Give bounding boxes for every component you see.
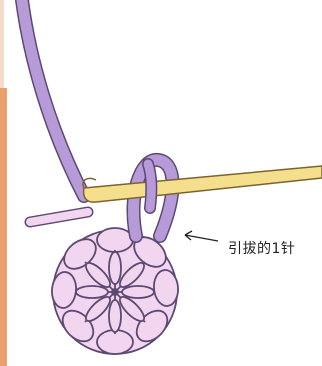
arrow-left-icon (185, 231, 218, 241)
crochet-hook-icon (83, 166, 322, 202)
slip-stitch-label: 引拔的1针 (228, 238, 295, 258)
stitch-ring (50, 228, 179, 354)
